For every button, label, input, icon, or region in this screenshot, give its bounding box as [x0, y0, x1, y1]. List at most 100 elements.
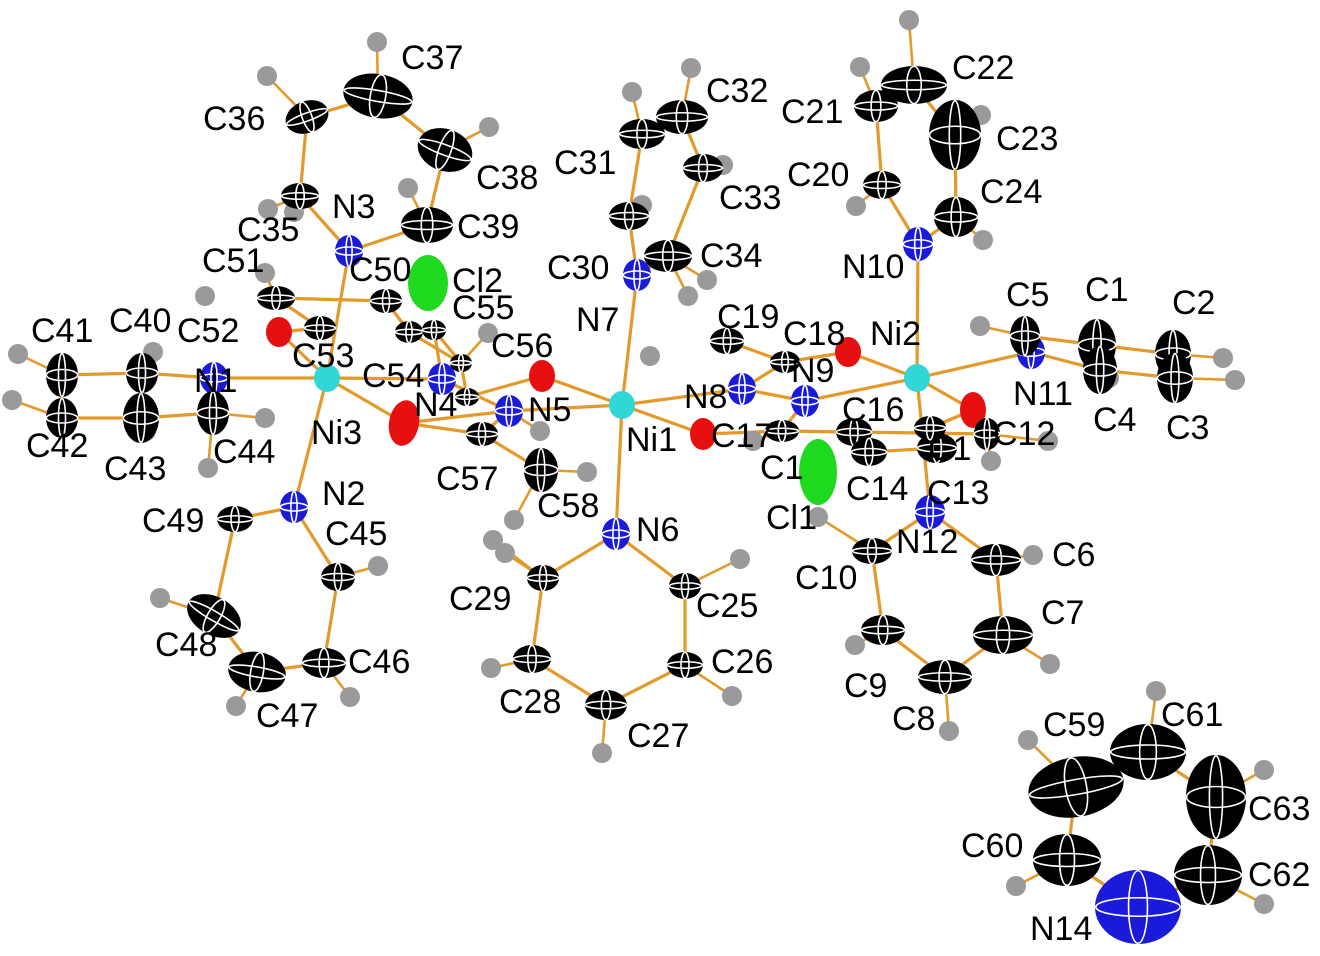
atom-c23: [928, 99, 982, 171]
atom-c39: [400, 206, 454, 244]
atom-o2: [388, 400, 420, 446]
atom-c20: [862, 170, 902, 200]
atom-c48-principal-axis: [188, 600, 240, 632]
atom-c5-principal-axis: [1009, 330, 1041, 342]
label-c21: C21: [781, 93, 843, 131]
hydrogen-atom: [504, 510, 524, 530]
atom-n7-principal-axis-2: [633, 258, 641, 292]
atom-ni3: [314, 364, 340, 392]
atom-ni1-ellipsoid: [609, 391, 635, 419]
label-c35: C35: [237, 211, 299, 249]
atom-c47-principal-axis: [228, 664, 286, 680]
atom-c54-ellipsoid: [422, 320, 446, 340]
label-c38: C38: [476, 159, 538, 197]
atom-c4-ellipsoid: [1083, 346, 1117, 394]
atom-c59-ellipsoid: [1028, 756, 1124, 818]
label-c42: C42: [26, 427, 88, 465]
hydrogen-atom: [808, 507, 828, 527]
label-n2: N2: [322, 475, 365, 513]
atom-c60-principal-axis-2: [1058, 833, 1076, 887]
atom-c36-ellipsoid: [285, 100, 329, 134]
hydrogen-atom: [722, 686, 742, 706]
atom-c42: [45, 397, 79, 439]
hydrogen-atom: [340, 687, 360, 707]
atom-c14: [850, 437, 888, 467]
atom-c16-principal-axis: [835, 427, 873, 437]
atom-c8: [917, 659, 973, 695]
atom-c15-principal-axis-2: [925, 415, 935, 441]
atom-c47: [228, 651, 286, 693]
bond-ni2-n11: [915, 350, 1033, 380]
atom-c27: [584, 689, 628, 721]
atom-c28: [512, 644, 552, 674]
atom-c57-ellipsoid: [466, 422, 498, 446]
label-c18: C18: [783, 315, 845, 353]
atom-c29-principal-axis-2: [538, 564, 548, 592]
atom-c48-principal-axis-2: [202, 598, 226, 634]
label-c44: C44: [213, 433, 275, 471]
label-n8: N8: [684, 378, 727, 416]
atom-c10-principal-axis-2: [866, 537, 878, 565]
label-c58: C58: [537, 487, 599, 525]
label-c26: C26: [711, 643, 773, 681]
atom-c40: [125, 352, 159, 394]
atom-c42-principal-axis-2: [57, 397, 67, 439]
label-c51: C51: [202, 242, 264, 280]
atom-c56-principal-axis-2: [463, 387, 471, 407]
atom-c46-principal-axis: [301, 658, 347, 668]
atom-c51: [256, 285, 296, 311]
atom-c15-principal-axis: [913, 424, 947, 432]
atom-c44-principal-axis: [196, 406, 230, 420]
atom-c21-principal-axis: [853, 101, 899, 111]
hydrogen-atom: [730, 549, 750, 569]
atom-c61-ellipsoid: [1110, 724, 1186, 780]
atom-c5: [1009, 315, 1041, 357]
atom-c35-principal-axis: [280, 191, 320, 201]
atom-c50-principal-axis: [369, 297, 403, 305]
label-c47: C47: [256, 697, 318, 735]
atom-c38-ellipsoid: [417, 128, 473, 172]
atom-o6: [960, 392, 986, 428]
atom-c29: [526, 564, 560, 592]
atom-c43-ellipsoid: [123, 393, 159, 443]
atom-n1-principal-axis: [199, 373, 229, 383]
atom-c47-ellipsoid: [228, 651, 286, 693]
label-c43: C43: [104, 450, 166, 488]
atom-c27-principal-axis-2: [600, 689, 612, 721]
atom-o6-ellipsoid: [960, 392, 986, 428]
label-c15-partial: C1: [928, 430, 971, 468]
atom-ni1: [609, 391, 635, 419]
atom-n2-principal-axis-2: [290, 490, 298, 524]
atom-n14: [1095, 869, 1181, 945]
atom-c14-principal-axis: [850, 447, 888, 457]
hydrogen-atom: [479, 117, 499, 137]
atom-c25-principal-axis: [668, 581, 702, 591]
atom-c18: [769, 350, 801, 374]
label-c20: C20: [787, 156, 849, 194]
label-c4: C4: [1093, 401, 1136, 439]
atom-ni3-ellipsoid: [314, 364, 340, 392]
atom-n8-principal-axis-2: [738, 372, 746, 406]
label-c41: C41: [31, 312, 93, 350]
label-c22: C22: [952, 49, 1014, 87]
bond-ni3-n3: [325, 249, 351, 380]
hydrogen-atom: [495, 543, 515, 563]
hydrogen-atom: [530, 421, 550, 441]
hydrogen-atom: [195, 286, 215, 306]
label-c49: C49: [142, 502, 204, 540]
atom-c47-principal-axis-2: [249, 651, 265, 693]
atom-c26-principal-axis: [666, 660, 704, 670]
atom-c60: [1032, 833, 1102, 887]
label-c57: C57: [436, 460, 498, 498]
atom-c63-principal-axis: [1185, 785, 1247, 809]
atom-n4-ellipsoid: [428, 363, 456, 395]
label-ni3: Ni3: [311, 414, 362, 452]
hydrogen-atom: [1006, 876, 1026, 896]
atom-c61-principal-axis-2: [1138, 723, 1158, 781]
atom-c3-principal-axis-2: [1170, 352, 1180, 404]
atom-c45-ellipsoid: [321, 563, 355, 591]
atom-c12: [973, 417, 1001, 451]
label-n5: N5: [528, 391, 571, 429]
label-c40: C40: [109, 302, 171, 340]
